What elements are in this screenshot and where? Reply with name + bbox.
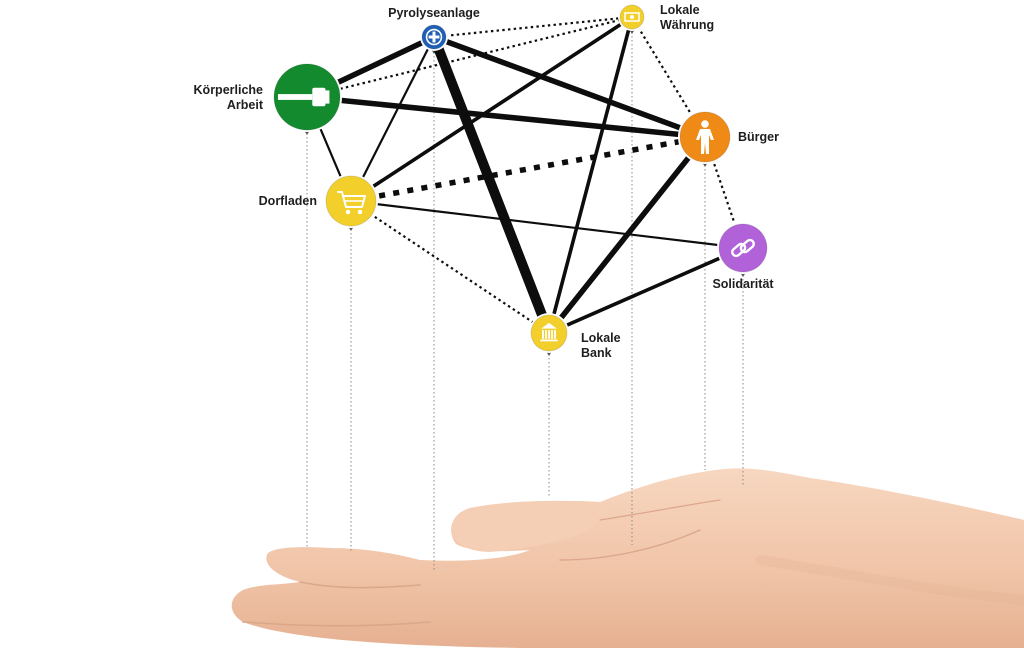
banknote-icon [624,12,640,22]
thumb-shape [452,500,604,552]
plus-icon [425,28,443,46]
edge-waehrung-buerger [631,16,706,138]
open-hand-illustration [231,468,1024,648]
node-dorfladen: Dorfladen [259,174,378,228]
drop-line-arrow [629,30,635,34]
drop-line-arrow [740,273,746,277]
edge-dorfladen-solidaritaet [349,199,745,250]
palm-shape [231,468,1024,648]
node-label: Pyrolyseanlage [388,6,480,20]
edge-solidaritaet-bank [547,246,745,335]
node-label-line: Währung [660,18,714,32]
node-label: Solidarität [712,277,774,291]
edge-pyrolyse-dorfladen [349,35,436,203]
edge-arbeit-buerger [304,94,708,140]
wrist-shadow [755,555,1024,605]
palm-crease [559,529,701,561]
node-label-line: Körperliche [194,83,264,97]
drop-line-arrow [546,352,552,356]
chain-link-icon [731,238,755,258]
bank-building-icon [540,322,558,342]
node-label-line: Dorfladen [259,194,317,208]
drop-lines [304,30,746,572]
node-label: Dorfladen [259,194,317,208]
edge-buerger-bank [546,134,708,336]
drop-line-arrow [304,131,310,135]
drop-line-arrow [348,227,354,231]
shopping-cart-icon [337,191,366,215]
node-label-line: Lokale [581,331,621,345]
edge-dorfladen-buerger [350,134,706,204]
finger-crease [299,581,421,589]
finger-crease [242,621,431,627]
node-buerger: Bürger [678,110,779,164]
edge-pyrolyse-waehrung [433,15,633,39]
node-label-line: Pyrolyseanlage [388,6,480,20]
node-label-line: Bürger [738,130,779,144]
node-circle [718,223,768,273]
node-solidaritaet: Solidarität [712,222,774,291]
node-pyrolyse: Pyrolyseanlage [388,6,480,51]
node-label-line: Lokale [660,3,700,17]
edge-arbeit-waehrung [306,15,633,99]
drop-line-arrow [702,163,708,167]
node-label-line: Bank [581,346,612,360]
palm-crease [599,499,721,521]
edge-waehrung-dorfladen [349,15,634,203]
person-icon [696,120,714,154]
edge-waehrung-bank [547,15,634,335]
edge-pyrolyse-bank [429,32,554,338]
node-label: Bürger [738,130,779,144]
node-label-line: Solidarität [712,277,774,291]
node-label-line: Arbeit [227,98,264,112]
hammer-icon [277,87,330,107]
connection-lines [304,15,745,338]
